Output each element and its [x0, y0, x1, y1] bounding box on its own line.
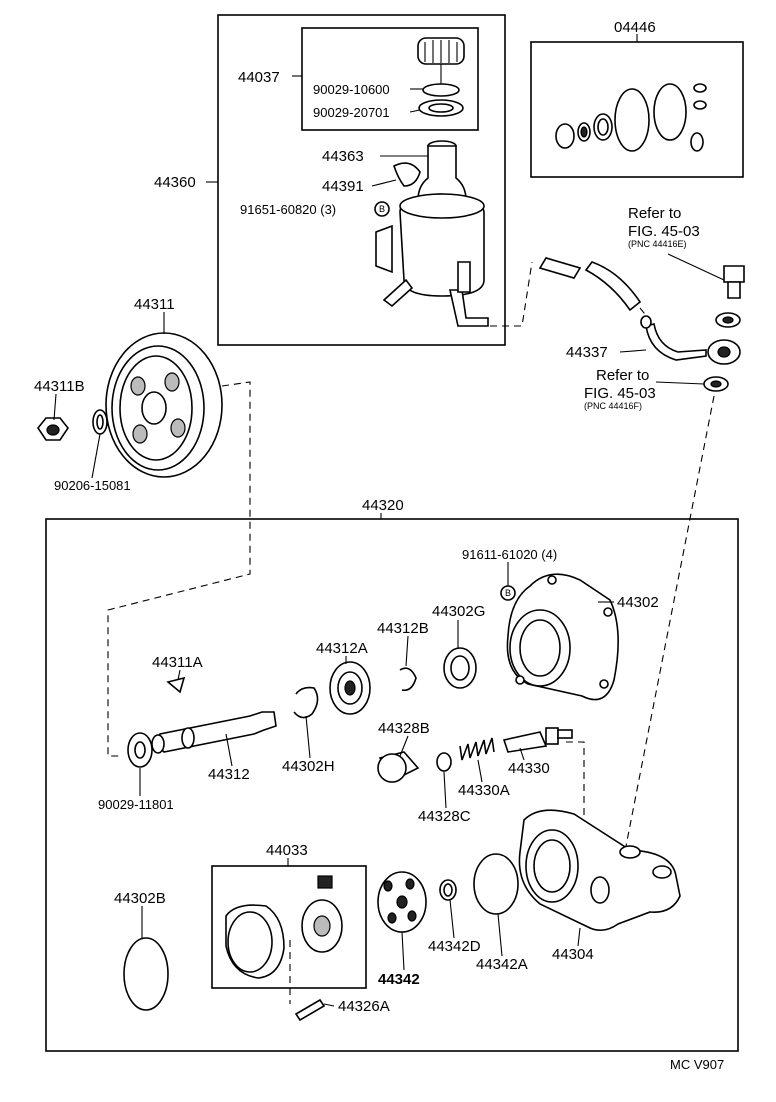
reservoir-assembly-box [217, 14, 506, 346]
spring-44330A [459, 737, 495, 761]
label-44037: 44037 [238, 69, 280, 86]
plug-44328B [377, 751, 420, 783]
label-44304: 44304 [552, 946, 594, 963]
label-44311B: 44311B [34, 378, 85, 395]
diagram-code: MC V907 [670, 1057, 724, 1072]
marker-b-pump [500, 585, 516, 601]
cam-ring-kit-box [211, 865, 367, 989]
cam-ring [225, 904, 285, 979]
pulley-44311 [105, 332, 223, 478]
key-44311A [166, 676, 186, 694]
label-refer-2: Refer to [596, 367, 649, 384]
bearing-44312A [329, 661, 371, 715]
o-ring-44302B [123, 937, 169, 1011]
label-44342D: 44342D [428, 938, 481, 955]
pressure-tube-44337 [640, 315, 741, 365]
label-91651-60820: 91651-60820 (3) [240, 202, 336, 217]
gasket-kit-parts [555, 83, 707, 152]
label-44312A: 44312A [316, 640, 368, 657]
marker-b-pump-label: B [505, 588, 511, 598]
union-bolt [723, 265, 745, 299]
label-04446: 04446 [614, 19, 656, 36]
label-fig-2: FIG. 45-03 [584, 385, 656, 402]
vane [317, 875, 333, 889]
label-44311: 44311 [134, 296, 175, 313]
label-44302: 44302 [617, 594, 659, 611]
reservoir-body [375, 140, 489, 327]
label-44328B: 44328B [378, 720, 430, 737]
o-ring-44342A [473, 853, 519, 915]
label-44311A: 44311A [152, 654, 203, 671]
front-housing-44304 [518, 809, 681, 932]
label-44312B: 44312B [377, 620, 429, 637]
marker-b-reservoir-label: B [379, 204, 385, 214]
label-44391: 44391 [322, 178, 364, 195]
label-pnc-2: (PNC 44416F) [584, 401, 642, 411]
label-44326A: 44326A [338, 998, 390, 1015]
label-90206-15081: 90206-15081 [54, 478, 131, 493]
label-44363: 44363 [322, 148, 364, 165]
label-44320: 44320 [362, 497, 404, 514]
reservoir-cap [417, 37, 465, 88]
snap-ring-44312B [399, 667, 417, 692]
label-44328C: 44328C [418, 808, 471, 825]
seal-44302G [443, 647, 477, 689]
o-ring-44328C [436, 752, 452, 772]
label-44302H: 44302H [282, 758, 335, 775]
cap-kit-box [301, 27, 479, 131]
label-44302B: 44302B [114, 890, 166, 907]
gasket-90029-10600 [422, 83, 460, 97]
marker-b-reservoir [374, 201, 390, 217]
label-44312: 44312 [208, 766, 250, 783]
valve-44330 [502, 727, 573, 753]
label-90029-11801: 90029-11801 [98, 797, 174, 812]
label-90029-20701: 90029-20701 [313, 105, 390, 120]
label-90029-10600: 90029-10600 [313, 82, 390, 97]
label-44360: 44360 [154, 174, 196, 191]
label-fig-1: FIG. 45-03 [628, 223, 700, 240]
shaft-44312 [151, 711, 277, 754]
label-44342A: 44342A [476, 956, 528, 973]
label-44302G: 44302G [432, 603, 485, 620]
label-44033: 44033 [266, 842, 308, 859]
suction-hose [538, 257, 582, 279]
pump-assembly-box [45, 518, 739, 1052]
housing-44302 [506, 573, 619, 701]
label-44337: 44337 [566, 344, 608, 361]
nut-44311B [37, 417, 69, 441]
strainer-44391 [393, 162, 421, 187]
pin-44326A [294, 998, 326, 1022]
label-44330: 44330 [508, 760, 550, 777]
rotor [301, 899, 343, 953]
label-91611-61020: 91611-61020 (4) [462, 547, 557, 562]
label-44330A: 44330A [458, 782, 510, 799]
label-pnc-1: (PNC 44416E) [628, 239, 687, 249]
leader-lines [53, 34, 725, 1007]
label-refer-1: Refer to [628, 205, 681, 222]
plate-44342 [377, 871, 427, 933]
label-44342: 44342 [378, 971, 420, 988]
snap-ring-44302H [293, 686, 319, 719]
